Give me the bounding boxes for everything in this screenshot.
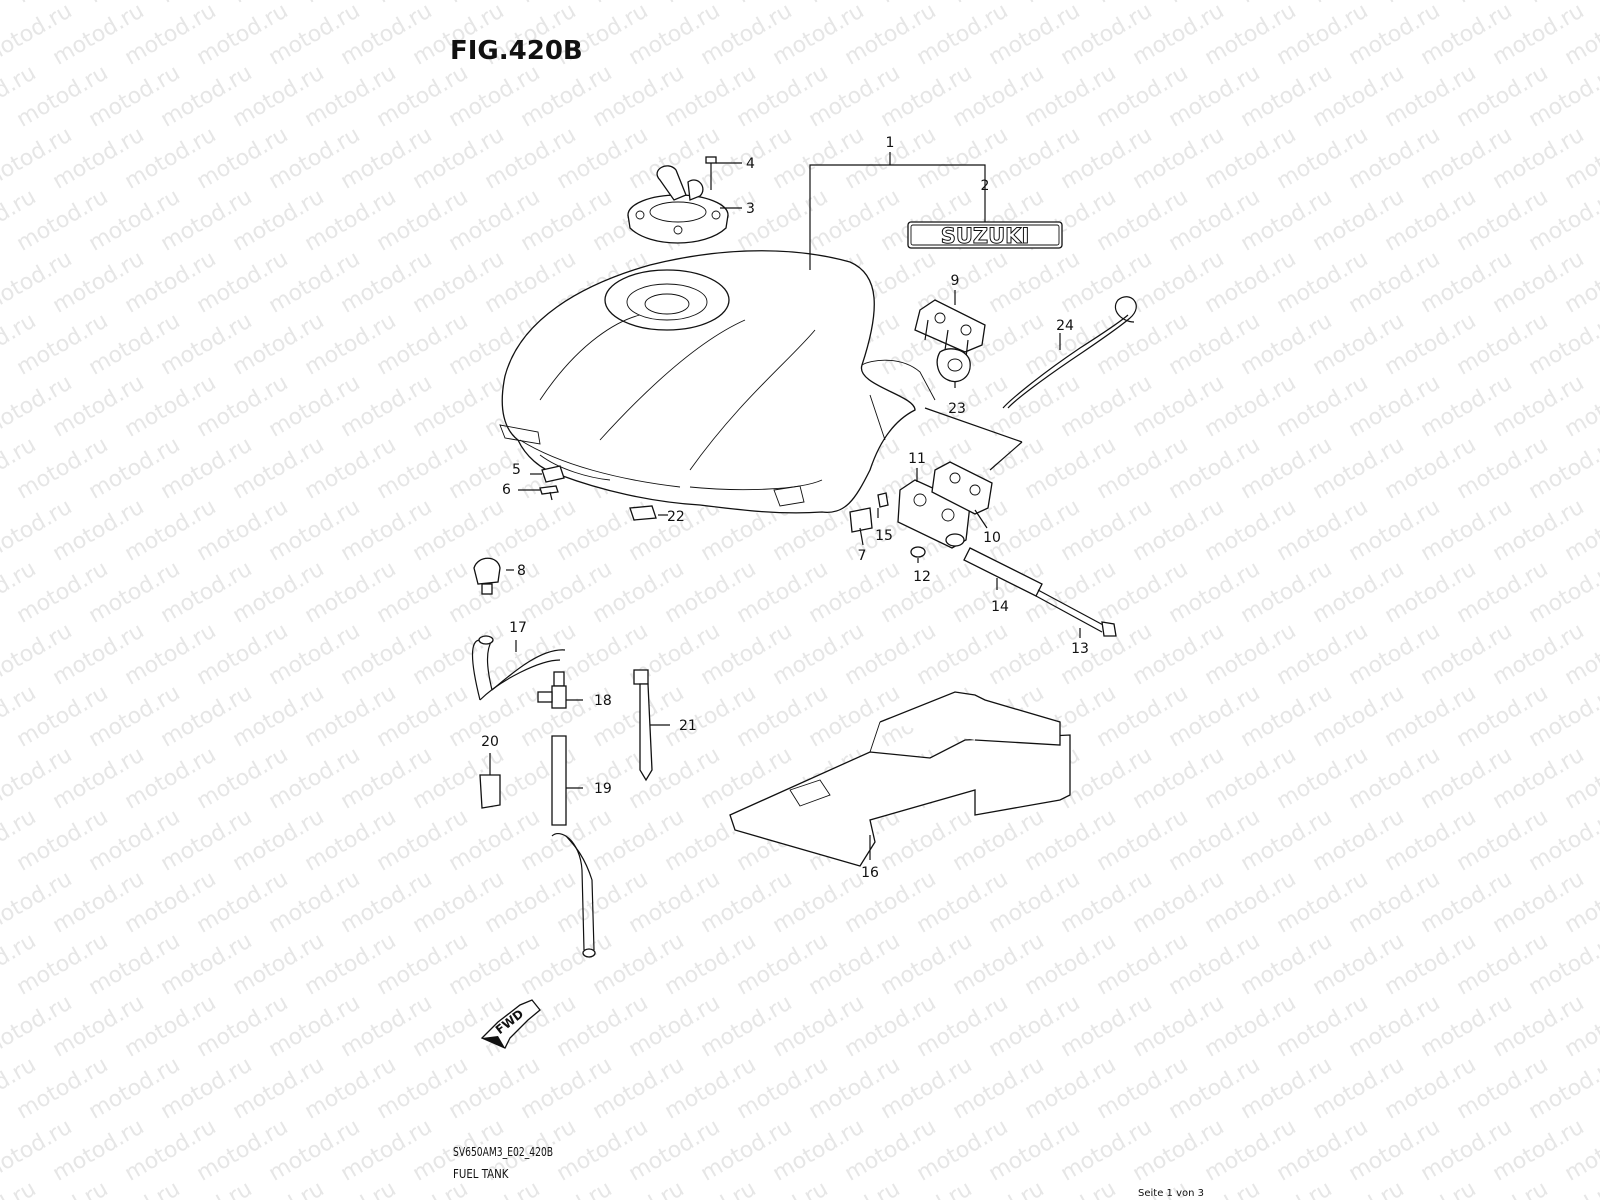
stud-6 [539, 485, 559, 501]
suzuki-emblem: SUZUKI [907, 221, 1063, 249]
callout-10: 10 [983, 530, 1001, 546]
callout-1: 1 [886, 135, 895, 151]
rubber-damper [936, 348, 971, 383]
callout-3: 3 [746, 201, 755, 217]
prop-rod [1002, 296, 1137, 409]
sleeve-14 [963, 547, 1043, 597]
callout-19: 19 [594, 781, 612, 797]
page-indicator: Seite 1 von 3 [1138, 1188, 1204, 1199]
callout-6: 6 [502, 482, 511, 498]
callout-21: 21 [679, 718, 697, 734]
callout-18: 18 [594, 693, 612, 709]
callout-17: 17 [509, 620, 527, 636]
cushion-5 [541, 465, 565, 483]
callout-22: 22 [667, 509, 685, 525]
callout-labels: 1 2 3 4 5 6 7 8 9 10 11 12 13 14 15 16 1… [481, 135, 1089, 881]
diagram-caption: FUEL TANK [453, 1167, 509, 1181]
callout-14: 14 [991, 599, 1009, 615]
emblem-text: SUZUKI [941, 224, 1030, 248]
nut-12 [910, 546, 926, 558]
figure-title: FIG.420B [450, 36, 583, 66]
leader-lines [489, 162, 1081, 860]
callout-2: 2 [981, 178, 990, 194]
rear-hinge-bracket [897, 461, 993, 549]
joint-18 [537, 671, 567, 709]
callout-11: 11 [908, 451, 926, 467]
callout-13: 13 [1071, 641, 1089, 657]
label-22 [629, 505, 657, 521]
hose-19 [551, 735, 596, 958]
pad-20 [479, 774, 501, 809]
fuel-cap-assembly [627, 165, 729, 244]
diagram-code: SV650AM3_E02_420B [453, 1145, 554, 1159]
callout-7: 7 [858, 548, 867, 564]
fuel-tank-body [499, 250, 936, 514]
callout-9: 9 [951, 273, 960, 289]
hose-17 [471, 635, 566, 701]
collar-15 [877, 492, 889, 508]
callout-20: 20 [481, 734, 499, 750]
cap-bolt [705, 156, 717, 190]
callout-5: 5 [512, 462, 521, 478]
forward-arrow: FWD [480, 999, 541, 1049]
bolt-13 [1035, 589, 1117, 637]
callout-8: 8 [517, 563, 526, 579]
callout-24: 24 [1056, 318, 1074, 334]
tray-16 [729, 691, 1071, 867]
pad-7 [849, 507, 873, 533]
callout-4: 4 [746, 156, 755, 172]
tie-21 [633, 669, 653, 782]
callout-16: 16 [861, 865, 879, 881]
callout-23: 23 [948, 401, 966, 417]
assembly-bracket [809, 152, 986, 270]
cushion-8 [473, 557, 501, 595]
callout-15: 15 [875, 528, 893, 544]
front-bracket [914, 299, 986, 359]
callout-12: 12 [913, 569, 931, 585]
